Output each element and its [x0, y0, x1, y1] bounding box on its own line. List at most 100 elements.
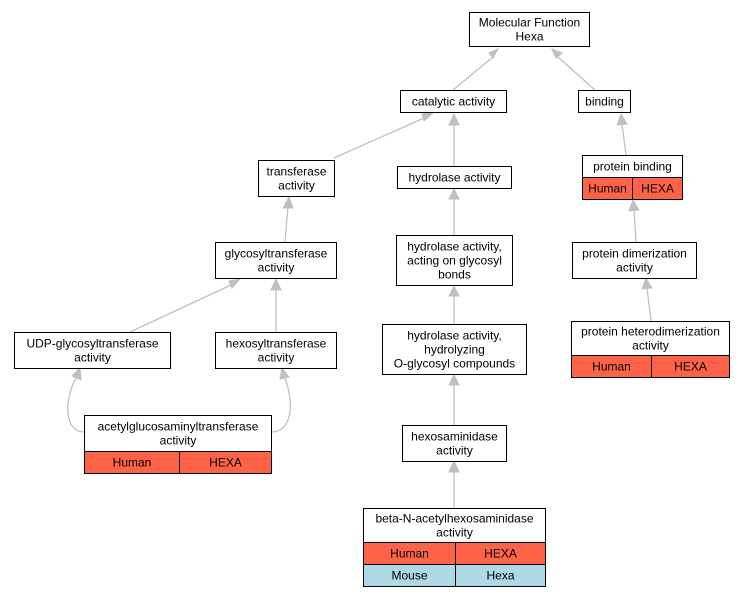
node-label-line: activity: [258, 261, 295, 275]
node-hydrolase[interactable]: hydrolase activity: [397, 166, 512, 189]
edge-line: [557, 56, 596, 91]
node-hydrolase-glycosyl[interactable]: hydrolase activity,acting on glycosylbon…: [396, 235, 513, 286]
gene-label: Hexa: [486, 569, 514, 583]
node-label-line: hydrolyzing: [424, 343, 485, 357]
edge-arrowhead: [551, 48, 563, 59]
node-box: [396, 235, 513, 286]
node-label-line: bonds: [438, 268, 471, 282]
edge-arrowhead: [488, 47, 500, 59]
gene-cell: [455, 564, 546, 587]
species-label: Human: [588, 182, 627, 196]
node-catalytic[interactable]: catalytic activity: [400, 90, 507, 113]
node-label-line: activity: [160, 434, 197, 448]
node-label-line: acetylglucosaminyltransferase: [98, 420, 259, 434]
edge-catalytic-to-mf: [452, 47, 500, 91]
edge-line: [621, 123, 627, 156]
edge-binding-to-mf: [551, 48, 596, 91]
node-label-line: activity: [436, 526, 473, 540]
node-label-line: protein heterodimerization: [581, 325, 720, 339]
edge-line: [452, 56, 494, 91]
edge-protein-binding-to-binding: [616, 112, 628, 156]
edge-arrowhead: [628, 198, 640, 212]
edge-hydrolase-glycosyl-to-hydrolase: [448, 187, 460, 235]
node-label-line: Molecular Function: [479, 16, 580, 30]
edge-arrowhead: [448, 373, 460, 386]
species-label: Human: [113, 456, 152, 470]
edge-line: [333, 117, 425, 159]
edge-arrowhead: [448, 284, 460, 297]
node-label-line: beta-N-acetylhexosaminidase: [375, 512, 533, 526]
edge-line: [633, 209, 637, 243]
node-binding[interactable]: binding: [578, 90, 631, 113]
edge-line: [646, 287, 652, 322]
node-label-line: O-glycosyl compounds: [394, 357, 515, 371]
node-box: [400, 90, 507, 113]
edge-protein-heterodimerization-to-protein-dimerization: [641, 276, 653, 322]
edge-hexosaminidase-to-hydrolase-o-glycosyl: [448, 373, 460, 425]
node-label-line: UDP-glycosyltransferase: [26, 337, 158, 351]
node-box: [84, 415, 272, 452]
species-label: Mouse: [391, 569, 427, 583]
edge-arrowhead: [71, 366, 82, 381]
node-box: [578, 90, 631, 113]
edge-beta-n-acetylhexosaminidase-to-hexosaminidase: [448, 459, 460, 508]
edge-line: [67, 377, 85, 433]
node-label-line: activity: [616, 261, 653, 275]
edge-line: [284, 206, 289, 243]
node-box: [571, 321, 730, 356]
edge-hexosyltransferase-to-glycosyltransferase: [270, 277, 282, 332]
node-label-line: hydrolase activity: [408, 171, 500, 185]
edge-acetylglucosaminyltransferase-to-hexosyltransferase: [270, 366, 291, 433]
edge-arrowhead: [270, 277, 282, 291]
gene-label: HEXA: [674, 360, 707, 374]
node-box: [14, 332, 171, 369]
node-label-line: Hexa: [515, 30, 543, 44]
node-box: [572, 242, 697, 279]
edge-acetylglucosaminyltransferase-to-udp-glycosyltransferase: [67, 366, 85, 433]
gene-cell: [651, 355, 730, 378]
node-hydrolase-o-glycosyl[interactable]: hydrolase activity,hydrolyzingO-glycosyl…: [382, 324, 527, 375]
node-box: [258, 160, 335, 197]
node-label-line: binding: [585, 95, 624, 109]
node-label-line: protein binding: [593, 160, 672, 174]
gene-label: HEXA: [484, 547, 517, 561]
edge-arrowhead: [228, 278, 242, 289]
edge-line: [270, 377, 291, 433]
edge-arrowhead: [448, 187, 460, 200]
node-label-line: acting on glycosyl: [407, 254, 502, 268]
node-label-line: hydrolase activity,: [407, 240, 501, 254]
edges-layer: [67, 47, 653, 508]
node-label-line: hydrolase activity,: [407, 329, 501, 343]
node-label-line: activity: [632, 339, 669, 353]
node-label-line: activity: [258, 351, 295, 365]
edge-hydrolase-o-glycosyl-to-hydrolase-glycosyl: [448, 284, 460, 324]
node-label-line: activity: [436, 444, 473, 458]
node-label-line: hexosaminidase: [411, 430, 498, 444]
node-label-line: activity: [278, 179, 315, 193]
node-label-line: transferase: [266, 165, 326, 179]
node-beta-n-acetylhexosaminidase[interactable]: beta-N-acetylhexosaminidaseactivityHuman…: [363, 508, 546, 587]
edge-line: [129, 284, 232, 333]
edge-arrowhead: [279, 366, 290, 380]
node-box: [382, 324, 527, 375]
node-label-line: protein dimerization: [582, 247, 687, 261]
gene-label: HEXA: [209, 456, 242, 470]
gene-cell: [179, 451, 272, 474]
node-label-line: glycosyltransferase: [225, 247, 328, 261]
node-box: [469, 12, 590, 47]
edge-arrowhead: [282, 195, 294, 209]
node-acetylglucosaminyltransferase[interactable]: acetylglucosaminyltransferaseactivityHum…: [84, 415, 272, 474]
node-box: [215, 332, 337, 369]
species-label: Human: [390, 547, 429, 561]
